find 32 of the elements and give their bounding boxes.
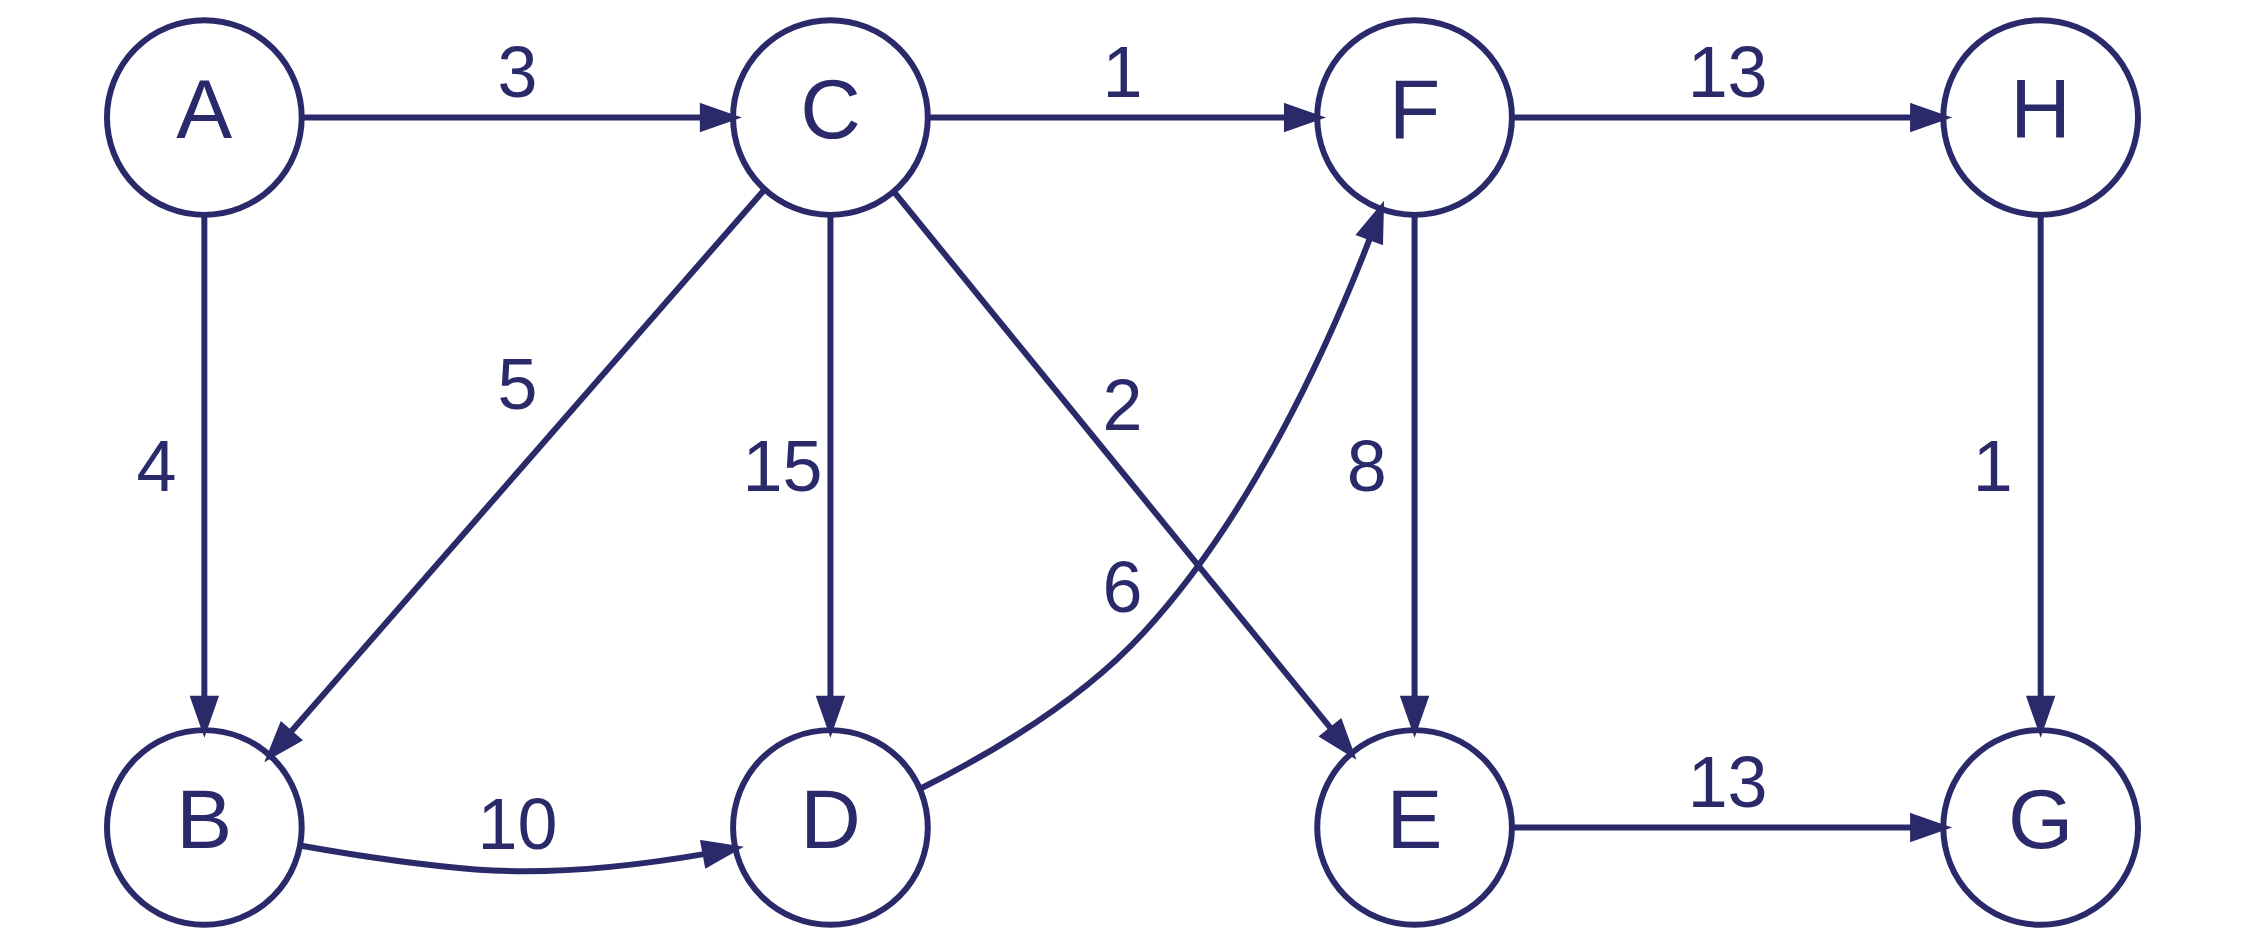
arrow — [189, 215, 220, 738]
arrow — [1513, 812, 1953, 843]
edge-label: 1 — [1102, 32, 1143, 113]
edge-label: 6 — [1102, 547, 1143, 628]
arrow — [1513, 102, 1953, 133]
arrow — [1399, 215, 1430, 738]
node-circle: H — [1940, 17, 2141, 218]
arrow — [302, 102, 742, 133]
node-circle: D — [730, 727, 931, 928]
arrow — [264, 187, 767, 763]
node-circle: E — [1314, 727, 1515, 928]
arrow — [300, 839, 744, 875]
edge-label: 4 — [136, 426, 177, 507]
node-circle: C — [730, 17, 931, 218]
node-circle: A — [104, 17, 305, 218]
edge-label: 3 — [497, 32, 538, 113]
node-circle: F — [1314, 17, 1515, 218]
arrow — [2025, 215, 2056, 738]
edge-label: 13 — [1687, 32, 1768, 113]
arrow — [919, 200, 1385, 791]
arrow — [891, 190, 1357, 760]
arrow — [815, 215, 846, 738]
edge-label: 13 — [1687, 742, 1768, 823]
node-circle: G — [1940, 727, 2141, 928]
edge-label: 8 — [1346, 426, 1387, 507]
edge-label: 2 — [1102, 364, 1143, 445]
arrow — [928, 102, 1326, 133]
edge-label: 1 — [1972, 426, 2013, 507]
edge-label: 5 — [497, 343, 538, 424]
edge-label: 10 — [477, 784, 558, 865]
node-circle: B — [104, 727, 305, 928]
edge-label: 15 — [742, 426, 823, 507]
